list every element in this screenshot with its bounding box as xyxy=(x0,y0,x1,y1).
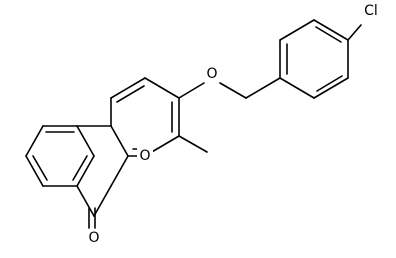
atom-labels: O O O Cl xyxy=(86,2,383,246)
bond xyxy=(76,125,95,157)
ether-oxygen-mask xyxy=(204,66,220,82)
ring-oxygen-label: O xyxy=(139,148,150,164)
bond xyxy=(279,19,315,41)
bond xyxy=(313,77,349,99)
bond xyxy=(313,19,349,41)
ether-bond xyxy=(219,82,247,99)
bond xyxy=(76,185,95,217)
bond xyxy=(25,155,44,187)
carbonyl-oxygen-label: O xyxy=(88,230,99,246)
bond-lines xyxy=(25,19,362,229)
double-bond-inner xyxy=(316,75,343,92)
double-bond-inner xyxy=(72,155,88,181)
double-bond-inner xyxy=(315,26,342,43)
bond xyxy=(110,77,146,99)
bond xyxy=(110,155,129,187)
chlorine-mask xyxy=(359,2,383,20)
ether-bond xyxy=(178,82,205,99)
ring-oxygen-mask xyxy=(137,148,153,164)
double-bond-inner xyxy=(116,85,145,103)
bond xyxy=(25,125,44,157)
bond xyxy=(93,185,112,217)
double-bond-inner xyxy=(32,155,48,181)
benzylic-bond xyxy=(245,77,281,99)
bond xyxy=(144,77,180,99)
ether-oxygen-label: O xyxy=(206,66,217,82)
chlorine-bond xyxy=(347,24,362,41)
chlorine-label: Cl xyxy=(364,3,378,19)
carbonyl-oxygen-mask xyxy=(86,230,102,246)
bond xyxy=(76,155,95,187)
bond xyxy=(110,125,129,157)
bond xyxy=(279,77,315,99)
methyl-bond xyxy=(178,135,208,153)
